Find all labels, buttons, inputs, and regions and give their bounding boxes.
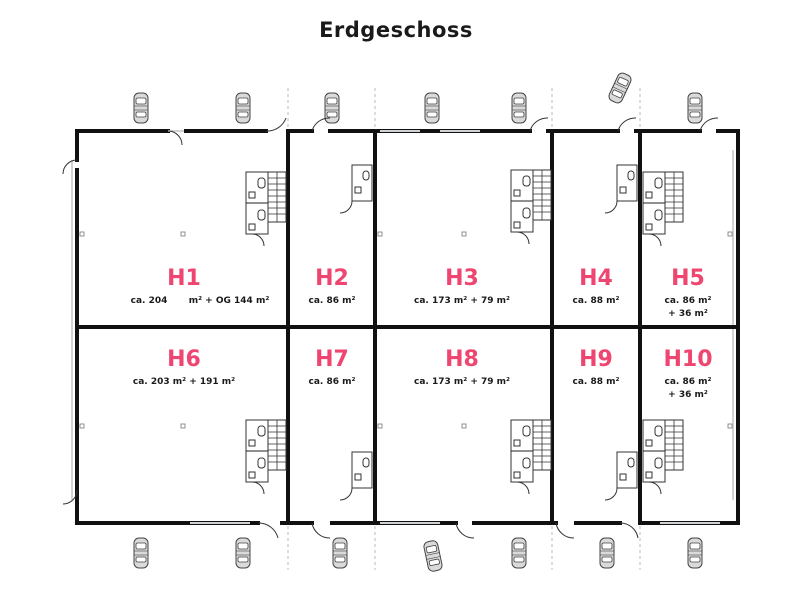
door-swing-icon — [617, 117, 637, 132]
unit-label: H2 — [315, 266, 349, 291]
page-title: Erdgeschoss — [319, 18, 473, 42]
door-swing-icon — [699, 117, 719, 132]
staircase-icon — [245, 171, 287, 247]
unit-area: ca. 86 m² — [309, 377, 356, 387]
door-swing-icon — [529, 117, 549, 132]
unit-area-extra: + 36 m² — [668, 309, 708, 319]
unit-label: H10 — [663, 347, 712, 372]
unit-area-extra: + 36 m² — [668, 390, 708, 400]
staircase-icon — [245, 419, 287, 495]
unit-h9: H9 ca. 88 m² — [573, 347, 620, 387]
unit-label: H3 — [445, 266, 479, 291]
car-icon — [606, 70, 634, 106]
unit-h8: H8 ca. 173 m² + 79 m² — [414, 347, 510, 387]
door-swings — [62, 117, 719, 539]
car-icon — [687, 537, 703, 569]
unit-label: H1 — [167, 266, 201, 291]
car-icon — [511, 537, 527, 569]
building-walls — [71, 129, 740, 525]
unit-h5: H5 ca. 86 m² + 36 m² — [665, 266, 712, 319]
door-swing-icon — [311, 117, 331, 132]
parking-bottom — [133, 537, 703, 573]
unit-h7: H7 ca. 86 m² — [309, 347, 356, 387]
unit-h6: H6 ca. 203 m² + 191 m² — [133, 347, 235, 387]
toilet-icon — [604, 451, 638, 501]
unit-h2: H2 ca. 86 m² — [309, 266, 356, 306]
column-markers — [79, 231, 733, 429]
car-icon — [424, 92, 440, 124]
unit-h3: H3 ca. 173 m² + 79 m² — [414, 266, 510, 306]
car-icon — [332, 537, 348, 569]
toilet-icon — [339, 164, 373, 214]
staircase-icon — [510, 169, 552, 245]
door-swing-icon — [265, 117, 287, 132]
unit-area: ca. 86 m² — [665, 296, 712, 306]
unit-area: ca. 88 m² — [573, 377, 620, 387]
parking-top — [133, 70, 703, 124]
staircase-icon — [642, 171, 684, 247]
toilet-icon — [604, 164, 638, 214]
unit-label: H8 — [445, 347, 479, 372]
door-swing-icon — [455, 522, 475, 539]
car-icon — [235, 537, 251, 569]
door-swing-icon — [555, 522, 575, 539]
toilet-icon — [339, 451, 373, 501]
door-swing-icon — [167, 130, 183, 146]
parking-separators — [287, 88, 641, 570]
car-icon — [133, 92, 149, 124]
unit-h1: H1 ca. 204 m² + OG 144 m² — [131, 266, 270, 306]
unit-h10: H10 ca. 86 m² + 36 m² — [663, 347, 712, 400]
unit-label: H5 — [671, 266, 705, 291]
door-swing-icon — [62, 159, 78, 175]
car-icon — [133, 537, 149, 569]
door-swing-icon — [62, 489, 78, 505]
door-swing-icon — [257, 522, 279, 539]
door-swing-icon — [311, 522, 331, 539]
car-icon — [599, 537, 615, 569]
unit-area: ca. 173 m² + 79 m² — [414, 377, 510, 387]
car-icon — [422, 539, 444, 573]
unit-area: ca. 173 m² + 79 m² — [414, 296, 510, 306]
unit-area: ca. 88 m² — [573, 296, 620, 306]
car-icon — [511, 92, 527, 124]
unit-area: ca. 204 — [131, 296, 168, 306]
unit-area: ca. 203 m² + 191 m² — [133, 377, 235, 387]
unit-label: H6 — [167, 347, 201, 372]
unit-label: H9 — [579, 347, 613, 372]
unit-label: H7 — [315, 347, 349, 372]
unit-area: ca. 86 m² — [309, 296, 356, 306]
unit-label: H4 — [579, 266, 613, 291]
car-icon — [235, 92, 251, 124]
unit-area: ca. 86 m² — [665, 377, 712, 387]
staircase-icon — [642, 419, 684, 495]
car-icon — [687, 92, 703, 124]
door-swing-icon — [619, 522, 639, 539]
unit-area-extra: m² + OG 144 m² — [189, 296, 270, 306]
unit-h4: H4 ca. 88 m² — [573, 266, 620, 306]
staircase-icon — [510, 419, 552, 495]
service-cores — [245, 164, 684, 501]
